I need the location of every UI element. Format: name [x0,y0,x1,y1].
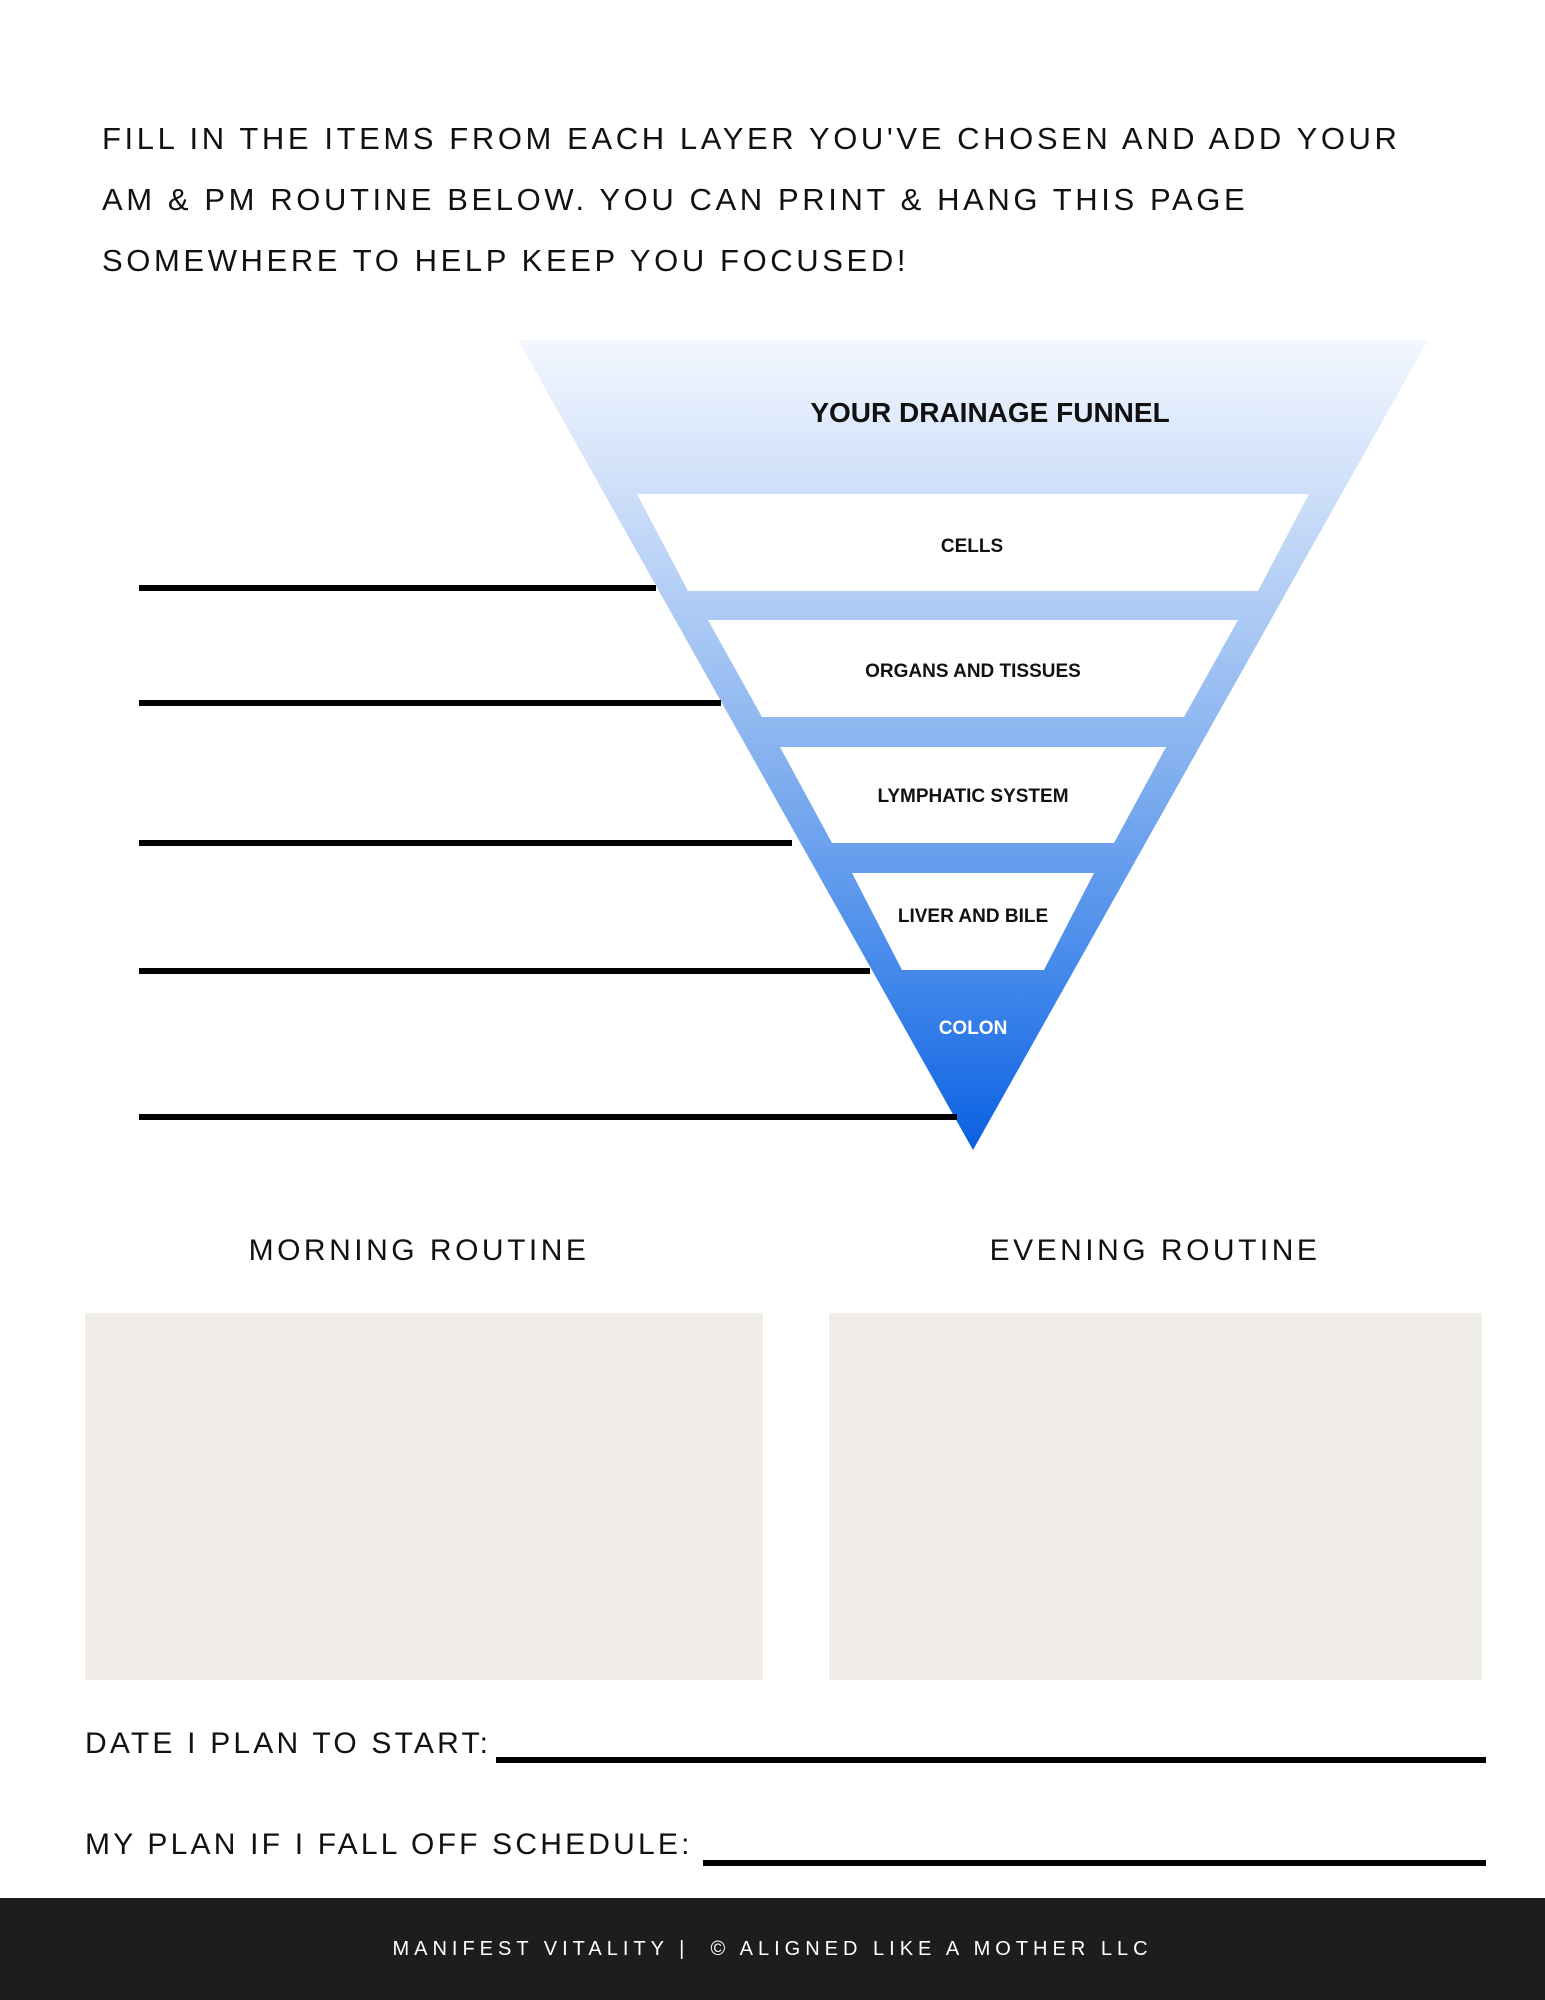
layer-label-lymphatic: LYMPHATIC SYSTEM [877,786,1068,807]
footer: MANIFEST VITALITY | © ALIGNED LIKE A MOT… [0,1898,1545,2000]
instructions-text: FILL IN THE ITEMS FROM EACH LAYER YOU'VE… [102,121,1401,278]
layer-label-organs: ORGANS AND TISSUES [865,661,1081,682]
layer-label-colon: COLON [939,1018,1008,1039]
start-date-line[interactable] [496,1715,1490,1763]
layer-band-liver [852,873,1094,970]
morning-routine-box[interactable] [85,1313,763,1680]
fall-off-plan-line[interactable] [703,1818,1490,1866]
morning-routine-title: MORNING ROUTINE [248,1234,590,1267]
fall-off-plan-label: MY PLAN IF I FALL OFF SCHEDULE: [85,1828,693,1861]
drainage-funnel: YOUR DRAINAGE FUNNEL CELLS ORGANS AND TI… [139,340,1428,1150]
fall-off-plan-input[interactable] [703,1818,1490,1860]
morning-routine-input[interactable] [85,1313,763,1680]
evening-routine-box[interactable] [829,1313,1482,1680]
layer-band-lymphatic [780,747,1166,843]
layer-band-cells [637,494,1309,591]
funnel-title: YOUR DRAINAGE FUNNEL [810,397,1169,428]
evening-routine-title: EVENING ROUTINE [989,1234,1321,1267]
layer-band-organs [708,620,1238,717]
layer-label-liver: LIVER AND BILE [898,906,1048,927]
start-date-label: DATE I PLAN TO START: [85,1727,492,1760]
start-date-input[interactable] [496,1715,1490,1757]
footer-text: MANIFEST VITALITY | © ALIGNED LIKE A MOT… [392,1937,1153,1960]
funnel-graphic: YOUR DRAINAGE FUNNEL CELLS ORGANS AND TI… [139,340,1428,1150]
layer-label-cells: CELLS [941,536,1003,557]
evening-routine-input[interactable] [829,1313,1482,1680]
